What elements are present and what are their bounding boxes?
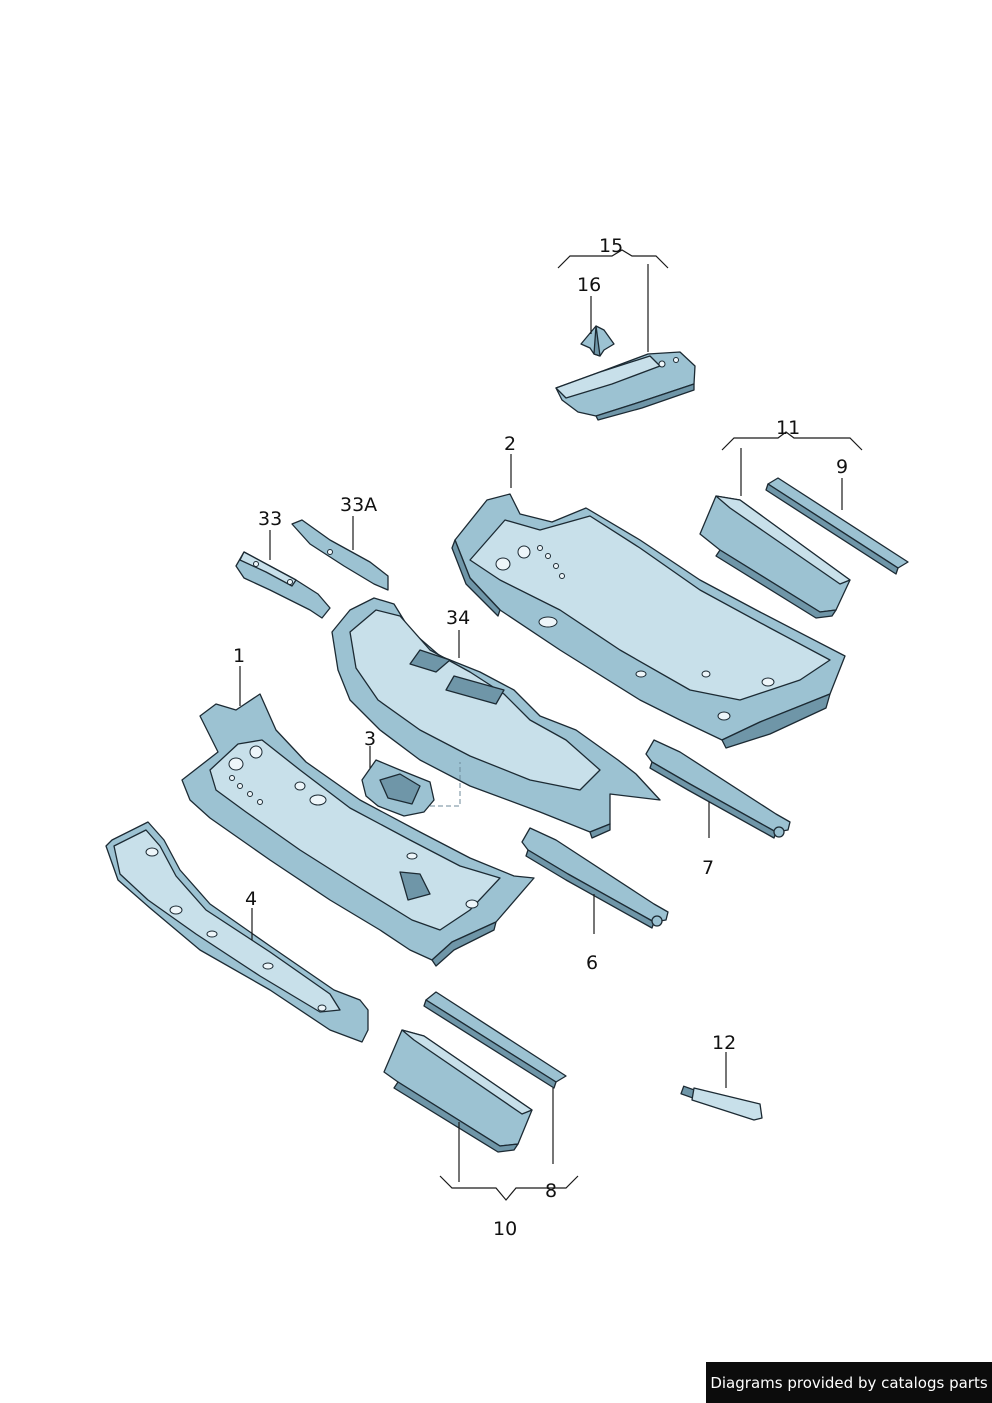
credit-text: Diagrams provided by catalogs parts <box>710 1373 988 1392</box>
callout-6: 6 <box>586 952 598 974</box>
part-33a-bracket-strip[interactable] <box>291 519 389 591</box>
callout-33: 33 <box>258 508 282 530</box>
part-10-front-box-section[interactable] <box>383 1029 533 1153</box>
part-1-front-floor-pan[interactable] <box>181 693 535 967</box>
callout-12: 12 <box>712 1032 736 1054</box>
callout-33a: 33A <box>340 494 377 516</box>
part-3-location-dashes <box>430 762 461 807</box>
callout-2: 2 <box>504 433 516 455</box>
callout-11: 11 <box>776 417 800 439</box>
credit-badge: Diagrams provided by catalogs parts <box>706 1362 992 1403</box>
part-2-rear-floor-pan[interactable] <box>451 493 846 749</box>
callout-10: 10 <box>493 1218 517 1240</box>
callout-labels: 15 16 2 11 9 33 33A 34 1 3 4 7 6 12 8 10 <box>233 235 848 1240</box>
part-3-reinforcement[interactable] <box>361 759 435 817</box>
part-16-clip[interactable] <box>580 325 615 357</box>
part-12-sealant-tube[interactable] <box>680 1085 763 1121</box>
leader-lines <box>239 249 863 1201</box>
callout-8: 8 <box>545 1180 557 1202</box>
callout-4: 4 <box>245 888 257 910</box>
part-6-side-strip[interactable] <box>521 827 669 929</box>
part-9-rear-strip[interactable] <box>765 477 909 575</box>
callout-9: 9 <box>836 456 848 478</box>
part-33-member[interactable] <box>235 551 331 619</box>
part-34-tunnel-cover[interactable] <box>331 597 661 839</box>
part-15-bracket[interactable] <box>555 351 696 421</box>
part-11-rear-box-section[interactable] <box>699 495 851 619</box>
callout-1: 1 <box>233 645 245 667</box>
callout-34: 34 <box>446 607 470 629</box>
callout-16: 16 <box>577 274 601 296</box>
part-4-side-member[interactable] <box>105 821 369 1043</box>
callout-3: 3 <box>364 728 376 750</box>
callout-15: 15 <box>599 235 623 257</box>
part-8-front-strip[interactable] <box>423 991 567 1089</box>
callout-7: 7 <box>702 857 714 879</box>
part-7-side-strip[interactable] <box>645 739 791 839</box>
